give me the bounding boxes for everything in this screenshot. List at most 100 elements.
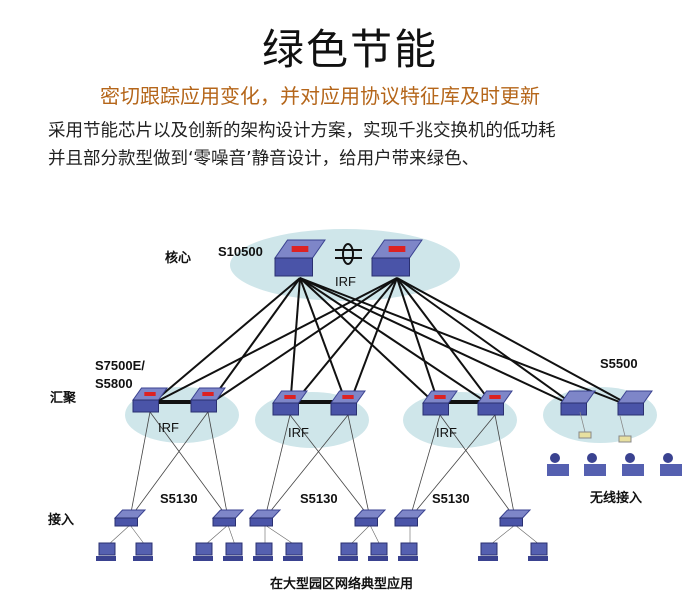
pc-monitor-icon xyxy=(480,542,498,556)
pc-keyboard-icon xyxy=(133,556,153,561)
switch-icon xyxy=(354,517,378,527)
ap-link xyxy=(579,411,586,433)
pc-link xyxy=(129,524,146,546)
irf-label: IRF xyxy=(335,274,356,289)
switch-top xyxy=(353,509,387,519)
switch-indicator xyxy=(388,246,406,252)
pc-link xyxy=(514,524,541,546)
pc-keyboard-icon xyxy=(528,556,548,561)
irf-label: IRF xyxy=(288,425,309,440)
access-link xyxy=(264,414,291,519)
switch-top xyxy=(113,509,147,519)
pc-link xyxy=(204,524,229,546)
access-model-label: S5130 xyxy=(432,491,470,506)
switch-icon xyxy=(114,517,138,527)
pc-keyboard-icon xyxy=(96,556,116,561)
uplink xyxy=(149,277,398,406)
pc-monitor-icon xyxy=(340,542,358,556)
uplink xyxy=(396,277,636,409)
switch-indicator xyxy=(342,395,354,399)
pc-link xyxy=(349,524,371,546)
access-link xyxy=(409,414,496,519)
uplink xyxy=(207,277,301,406)
access-link xyxy=(409,414,441,519)
access-link xyxy=(289,414,371,519)
laptop-icon xyxy=(622,464,644,476)
switch-icon xyxy=(394,517,418,527)
switch-top xyxy=(211,509,245,519)
switch-icon xyxy=(371,257,410,277)
body-line-2: 并且部分款型做到‘零噪音’静音设计，给用户带来绿色、 xyxy=(48,149,480,169)
body-line-1: 采用节能芯片以及创新的架构设计方案，实现千兆交换机的低功耗 xyxy=(48,121,556,141)
pc-link xyxy=(489,524,516,546)
agg-label: 汇聚 xyxy=(50,390,77,405)
switch-icon xyxy=(249,517,273,527)
access-link xyxy=(439,414,516,519)
pc-keyboard-icon xyxy=(193,556,213,561)
switch-indicator xyxy=(291,246,309,252)
uplink xyxy=(396,277,579,409)
access-model-label: S5130 xyxy=(160,491,198,506)
laptop-icon xyxy=(547,464,569,476)
pc-monitor-icon xyxy=(285,542,303,556)
switch-indicator xyxy=(144,392,156,396)
pc-monitor-icon xyxy=(255,542,273,556)
uplink xyxy=(299,277,579,409)
pc-monitor-icon xyxy=(400,542,418,556)
wireless-label: 无线接入 xyxy=(589,490,642,505)
pc-monitor-icon xyxy=(135,542,153,556)
core-zone xyxy=(230,229,460,301)
switch-indicator xyxy=(434,395,446,399)
pc-monitor-icon xyxy=(370,542,388,556)
uplink xyxy=(396,277,496,409)
irf-ring xyxy=(342,243,354,265)
uplink xyxy=(299,277,441,409)
access-link xyxy=(129,411,151,519)
pc-link xyxy=(227,524,236,546)
switch-icon xyxy=(477,402,504,416)
laptop-icon xyxy=(584,464,606,476)
pc-link xyxy=(107,524,131,546)
switch-icon xyxy=(274,257,313,277)
wireless-user-icon xyxy=(663,453,673,463)
switch-top xyxy=(393,509,427,519)
uplink xyxy=(289,277,398,409)
access-point-icon xyxy=(618,435,632,443)
wireless-user-icon xyxy=(625,453,635,463)
switch-top xyxy=(248,509,282,519)
switch-icon xyxy=(499,517,523,527)
uplink xyxy=(149,277,301,406)
pc-keyboard-icon xyxy=(478,556,498,561)
uplink xyxy=(299,277,496,409)
switch-icon xyxy=(190,399,217,413)
switch-icon xyxy=(330,402,357,416)
switch-indicator xyxy=(489,395,501,399)
uplink xyxy=(299,277,349,409)
access-link xyxy=(494,414,516,519)
switch-indicator xyxy=(284,395,296,399)
irf-label: IRF xyxy=(436,425,457,440)
pc-link xyxy=(369,524,381,546)
laptop-icon xyxy=(660,464,682,476)
uplink xyxy=(347,277,398,409)
uplink xyxy=(207,277,398,406)
switch-icon xyxy=(560,402,587,416)
wireless-model-label: S5500 xyxy=(600,356,638,371)
subtitle: 密切跟踪应用变化，并对应用协议特征库及时更新 xyxy=(100,84,540,108)
core-label: 核心 xyxy=(165,250,191,265)
core-model-label: S10500 xyxy=(218,244,263,259)
access-point-icon xyxy=(578,431,592,439)
pc-monitor-icon xyxy=(195,542,213,556)
access-link xyxy=(149,411,229,519)
pc-keyboard-icon xyxy=(338,556,358,561)
access-label: 接入 xyxy=(48,512,74,527)
pc-keyboard-icon xyxy=(253,556,273,561)
pc-keyboard-icon xyxy=(223,556,243,561)
agg-model-label-2: S5800 xyxy=(95,376,133,391)
pc-keyboard-icon xyxy=(398,556,418,561)
switch-icon xyxy=(212,517,236,527)
access-link xyxy=(207,411,229,519)
switch-icon xyxy=(272,402,299,416)
